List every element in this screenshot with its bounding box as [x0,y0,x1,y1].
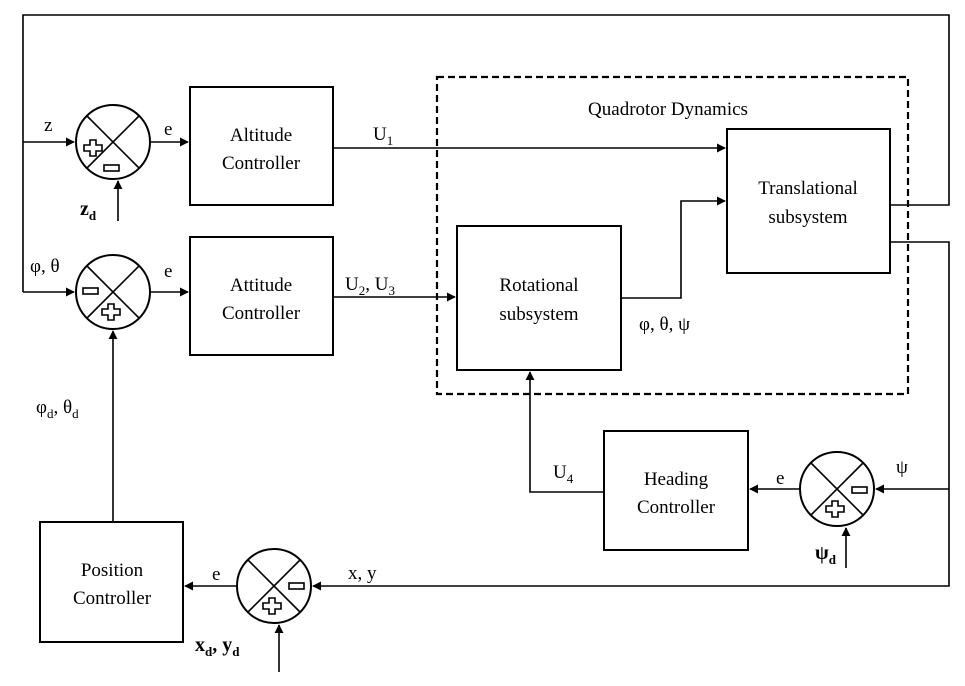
minus-sign-icon [82,287,99,295]
u2-u3-label: U2, U3 [345,274,395,298]
translational-subsystem-block: Translational subsystem [726,128,891,274]
signal-wires [22,14,950,672]
xy-label: x, y [348,563,377,584]
svg-text:Controller: Controller [73,588,152,609]
rotational-subsystem-block: Rotational subsystem [456,225,622,371]
altitude-controller-block: Altitude Controller [189,86,334,206]
summing-junction-position [236,548,312,624]
u4-label: U4 [553,462,574,486]
svg-text:Controller: Controller [222,153,301,174]
summing-junction-heading [799,451,875,527]
heading-controller-block: Heading Controller [603,430,749,551]
attitude-controller-block: Attitude Controller [189,236,334,356]
phid-thetad-label: φd, θd [36,397,79,421]
summing-junction-altitude [75,104,151,180]
psid-label: ψd [815,542,837,567]
error-label-attitude: e [164,261,172,282]
phi-theta-label: φ, θ [30,256,60,277]
minus-sign-icon [851,486,868,494]
svg-text:Controller: Controller [222,303,301,324]
svg-text:subsystem: subsystem [768,207,847,228]
svg-text:Controller: Controller [637,497,716,518]
plus-sign-icon [83,139,103,157]
quadrotor-dynamics-boundary [435,75,910,396]
svg-text:subsystem: subsystem [499,304,578,325]
error-label-heading: e [776,468,784,489]
svg-text:Attitude: Attitude [230,275,292,296]
svg-text:Translational: Translational [758,178,858,199]
error-label-altitude: e [164,119,172,140]
svg-text:Rotational: Rotational [499,275,578,296]
plus-sign-icon [262,597,282,615]
svg-text:Position: Position [81,560,144,581]
xd-yd-label: xd, yd [195,634,240,659]
psi-label: ψ [896,457,908,478]
u1-label: U1 [373,124,393,148]
zd-label: zd [80,198,97,223]
minus-sign-icon [103,164,120,172]
position-controller-block: Position Controller [39,521,184,643]
phi-theta-psi-label: φ, θ, ψ [639,314,690,335]
plus-sign-icon [825,500,845,518]
svg-text:Heading: Heading [644,469,709,490]
minus-sign-icon [288,582,305,590]
summing-junction-attitude [75,254,151,330]
svg-text:Altitude: Altitude [230,125,292,146]
plus-sign-icon [101,303,121,321]
quadrotor-dynamics-title: Quadrotor Dynamics [588,99,748,120]
z-label: z [44,115,52,136]
error-label-position: e [212,564,220,585]
